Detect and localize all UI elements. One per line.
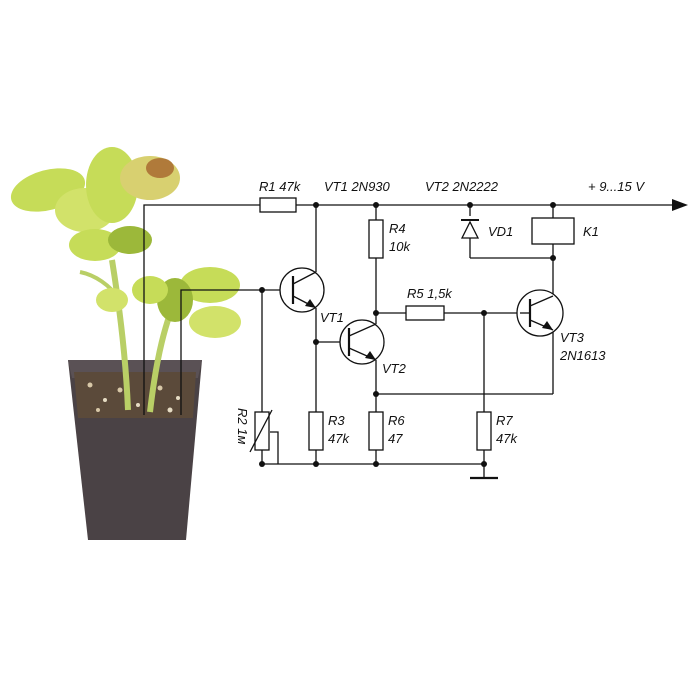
- label-vd1: VD1: [488, 224, 513, 239]
- resistor-r4: [368, 219, 384, 259]
- supply-arrow-icon: [672, 199, 688, 211]
- label-r4: R4: [389, 221, 406, 236]
- resistor-r1: [259, 197, 297, 213]
- plant-in-pot-icon: [10, 147, 241, 540]
- diode-vd1: [460, 219, 480, 239]
- label-vt3: VT3: [560, 330, 585, 345]
- relay-k1: [531, 217, 575, 245]
- transistor-vt1: [279, 267, 325, 313]
- label-r6-value: 47: [388, 431, 403, 446]
- label-vt3-type: 2N1613: [559, 348, 606, 363]
- resistor-r5: [405, 305, 445, 321]
- circuit-wires: [261, 199, 688, 478]
- label-r3: R3: [328, 413, 345, 428]
- label-r4-value: 10k: [389, 239, 411, 254]
- label-supply: + 9...15 V: [588, 179, 645, 194]
- label-r5: R5 1,5k: [407, 286, 453, 301]
- junction-dots: [259, 202, 556, 467]
- label-r6: R6: [388, 413, 405, 428]
- label-k1: K1: [583, 224, 599, 239]
- label-r2: R2 1м: [235, 408, 250, 444]
- probe-wires: [143, 204, 262, 415]
- label-r3-value: 47k: [328, 431, 350, 446]
- label-r7-value: 47k: [496, 431, 518, 446]
- label-vt1: VT1: [320, 310, 344, 325]
- transistor-vt2: [339, 319, 385, 365]
- label-r1: R1 47k: [259, 179, 302, 194]
- potentiometer-r2: [249, 409, 273, 453]
- transistor-vt3: [516, 289, 564, 337]
- label-vt2-type: VT2 2N2222: [425, 179, 499, 194]
- resistor-r3: [308, 411, 324, 451]
- label-vt2: VT2: [382, 361, 407, 376]
- label-r7: R7: [496, 413, 513, 428]
- resistor-r6: [368, 411, 384, 451]
- resistor-r7: [476, 411, 492, 451]
- pot-soil: [74, 372, 196, 418]
- label-vt1-type: VT1 2N930: [324, 179, 391, 194]
